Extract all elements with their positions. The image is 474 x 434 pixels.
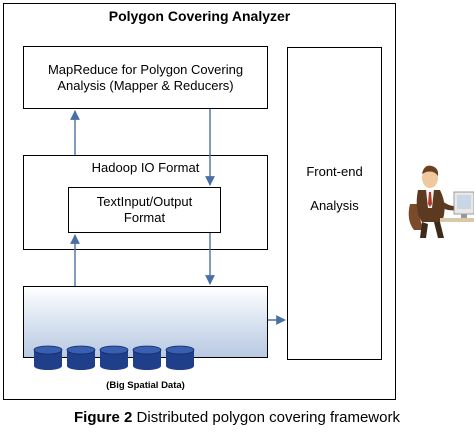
database-icon	[33, 345, 195, 370]
analysis-label: Analysis	[310, 198, 359, 213]
big-spatial-data-label: (Big Spatial Data)	[106, 380, 185, 391]
front-end-analysis-box	[287, 47, 382, 360]
text-io-line2: Format	[123, 210, 166, 225]
text-io-line1: TextInput/Output	[96, 194, 193, 209]
figure-caption-text: Distributed polygon covering framework	[132, 409, 400, 426]
figure-number: Figure 2	[74, 409, 133, 426]
hadoop-io-format-label: Hadoop IO Format	[91, 160, 200, 175]
front-end-label: Front-end	[306, 164, 363, 179]
mapreduce-line1: MapReduce for Polygon Covering	[47, 61, 244, 77]
mapreduce-line2: Analysis (Mapper & Reducers)	[57, 77, 234, 93]
person-at-computer-icon	[408, 165, 474, 238]
text-input-output-box: TextInput/Output Format	[68, 187, 221, 233]
diagram-title: Polygon Covering Analyzer	[108, 8, 291, 24]
mapreduce-box: MapReduce for Polygon Covering Analysis …	[23, 46, 268, 109]
figure-caption: Figure 2 Distributed polygon covering fr…	[0, 409, 474, 426]
polygon-covering-analyzer-frame	[3, 3, 396, 400]
